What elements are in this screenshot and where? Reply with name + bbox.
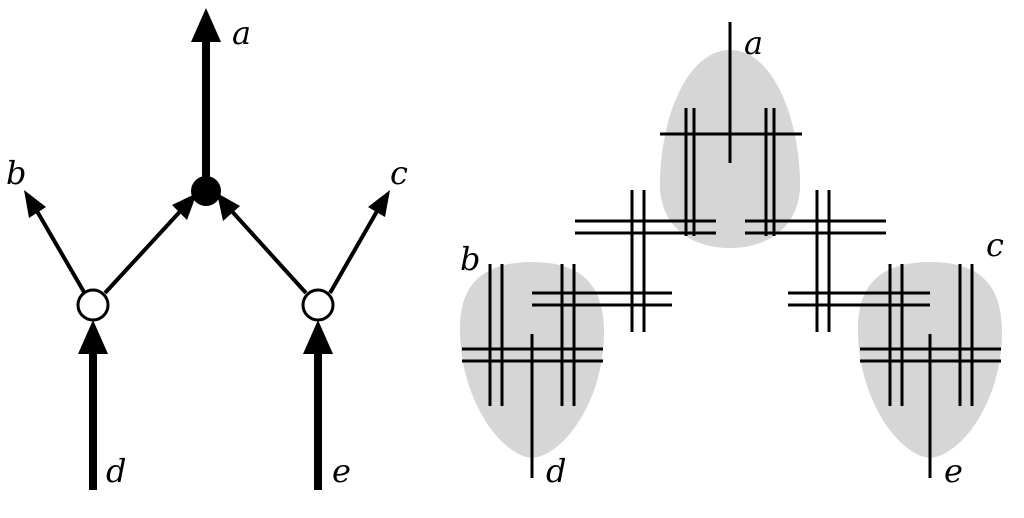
left-label-a: a (232, 14, 251, 52)
right-label-a: a (744, 24, 763, 62)
arrowhead-d (78, 320, 108, 354)
left-label-d: d (106, 452, 126, 490)
right-diagram: a b c d e (459, 22, 1004, 490)
arrowhead-a (191, 8, 221, 42)
arrowhead-b (24, 190, 46, 218)
left-label-e: e (332, 452, 351, 490)
edge-left-vertex-to-junction (103, 203, 188, 295)
arrowhead-junction-left (172, 193, 197, 220)
line-network (462, 22, 1001, 478)
right-label-c: c (986, 226, 1004, 264)
arrowhead-junction-right (217, 193, 240, 221)
left-diagram: a b c d e (6, 8, 408, 490)
arrowhead-c (368, 190, 390, 217)
edge-left-vertex-to-b (32, 204, 86, 294)
right-vertex-circle (301, 288, 335, 322)
arrowhead-e (303, 320, 333, 354)
junction-dot (191, 176, 221, 206)
edge-right-vertex-to-junction (226, 205, 308, 295)
left-label-c: c (390, 154, 408, 192)
right-label-e: e (944, 452, 963, 490)
left-label-b: b (6, 154, 26, 192)
right-label-b: b (460, 240, 480, 278)
edge-right-vertex-to-c (328, 205, 382, 294)
right-label-d: d (546, 452, 566, 490)
left-vertex-circle (76, 288, 110, 322)
